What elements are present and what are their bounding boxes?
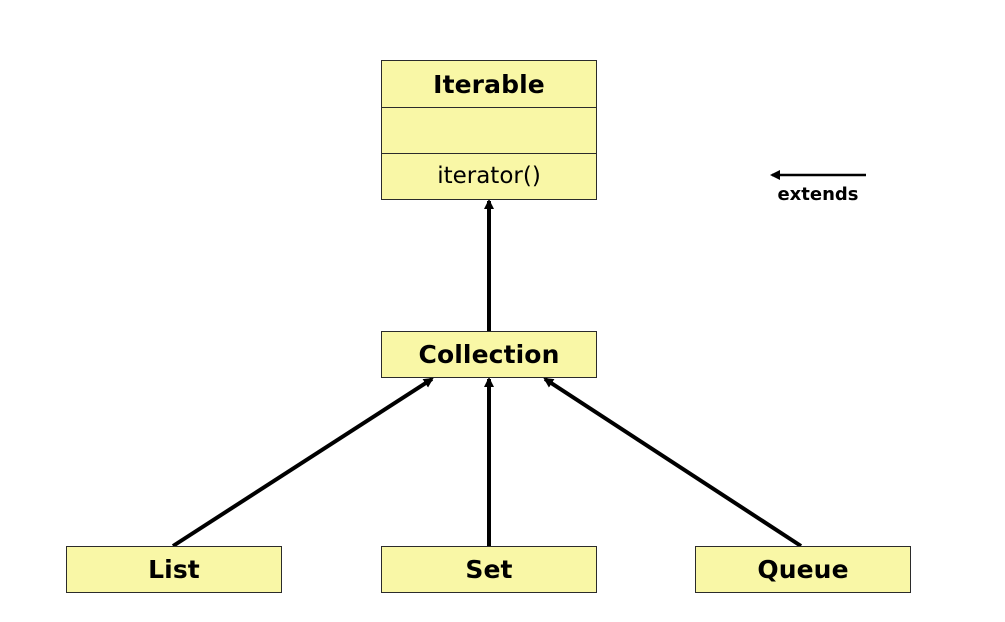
- iterable-class-box: Iterable iterator(): [381, 60, 597, 200]
- list-class-box: List: [66, 546, 282, 593]
- queue-class-name: Queue: [757, 555, 849, 584]
- iterable-methods-section: iterator(): [382, 153, 596, 199]
- set-class-name: Set: [465, 555, 513, 584]
- collection-class-box: Collection: [381, 331, 597, 378]
- queue-class-box: Queue: [695, 546, 911, 593]
- edge-list-to-collection: [171, 377, 434, 548]
- collection-class-name: Collection: [418, 340, 560, 369]
- list-class-name: List: [148, 555, 200, 584]
- set-class-box: Set: [381, 546, 597, 593]
- edge-queue-to-collection: [543, 377, 803, 548]
- iterable-class-name: Iterable: [433, 69, 545, 99]
- iterable-name-section: Iterable: [382, 61, 596, 107]
- iterable-attributes-section: [382, 107, 596, 153]
- legend-extends-label: extends: [777, 184, 859, 205]
- iterable-method-iterator: iterator(): [437, 163, 541, 189]
